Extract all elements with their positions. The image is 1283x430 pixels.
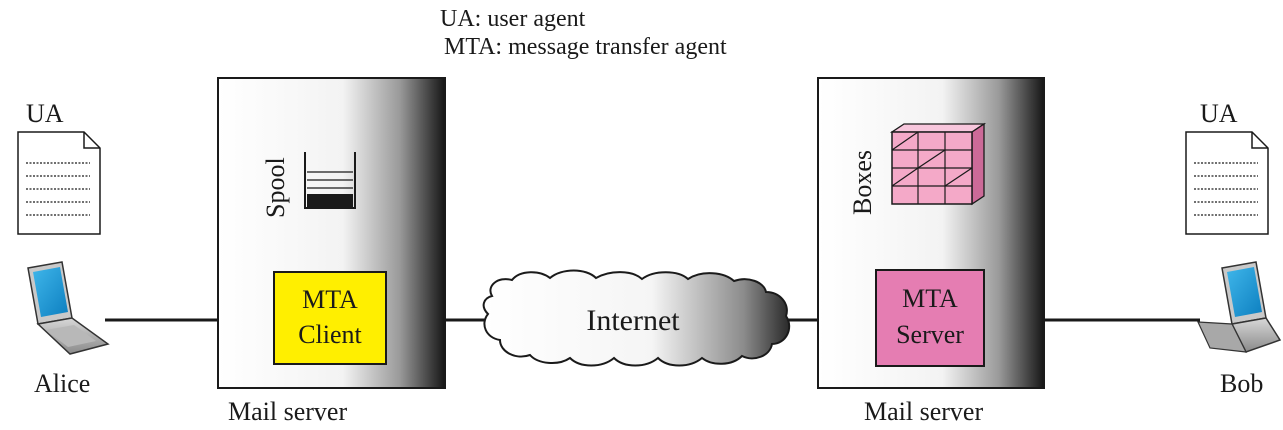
- alice-laptop-icon: [27, 261, 110, 355]
- spool-icon: [304, 152, 356, 209]
- mta-client-line2: Client: [298, 320, 362, 349]
- spool-label: Spool: [261, 157, 290, 218]
- legend-mta: MTA: message transfer agent: [444, 34, 727, 60]
- left-ua-label: UA: [26, 99, 64, 128]
- mailboxes-icon: [889, 122, 987, 206]
- legend-ua: UA: user agent: [440, 6, 586, 32]
- bob-label: Bob: [1220, 369, 1263, 398]
- internet-cloud-icon: [482, 269, 791, 367]
- mta-server-line1: MTA: [902, 284, 958, 313]
- left-server-label: Mail server: [228, 397, 347, 426]
- right-ua-document-icon: [1185, 131, 1269, 235]
- boxes-label: Boxes: [848, 150, 877, 215]
- alice-label: Alice: [34, 369, 90, 398]
- mta-client-box: [273, 271, 387, 365]
- mta-server-box: [875, 269, 985, 367]
- left-ua-document-icon: [17, 131, 101, 235]
- right-server-label: Mail server: [864, 397, 983, 426]
- mta-server-line2: Server: [896, 320, 964, 349]
- bob-laptop-icon: [1197, 261, 1282, 353]
- internet-label: Internet: [586, 304, 680, 337]
- right-ua-label: UA: [1200, 99, 1238, 128]
- mta-client-line1: MTA: [302, 285, 358, 314]
